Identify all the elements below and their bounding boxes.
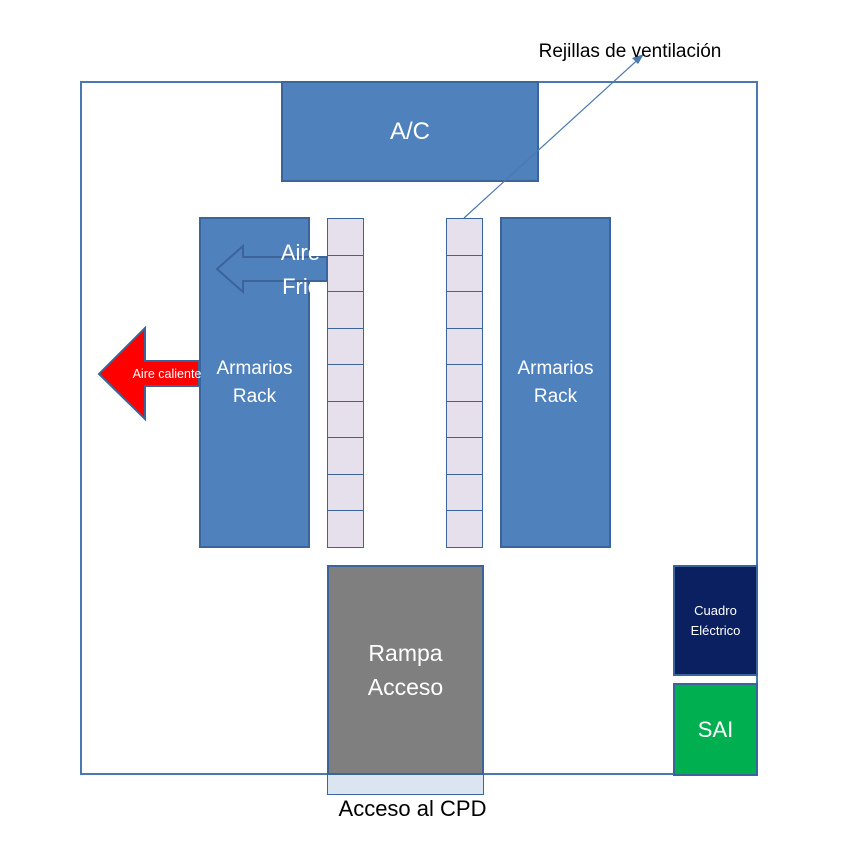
ramp-label: Rampa Acceso [367,640,444,700]
grille-tile [327,218,364,256]
grille-tile [327,510,364,548]
cpd-entrance [327,775,484,795]
ups-unit: SAI [673,683,758,776]
grille-tile [446,473,483,512]
cold-air-label: Aire Frio [280,240,320,299]
grille-tile [446,291,483,329]
grille-tile [446,218,483,256]
air-conditioner-unit: A/C [281,81,539,182]
panel-label: Cuadro Eléctrico [690,602,741,638]
ups-label: SAI [697,716,734,742]
rack-left-label: Armarios Rack [216,357,293,407]
grille-tile [446,510,483,548]
access-label: Acceso al CPD [338,796,487,821]
electrical-panel: Cuadro Eléctrico [673,565,758,676]
grille-tile [446,400,483,439]
vents-callout-label: Rejillas de ventilación [538,41,722,62]
grille-tile [327,437,364,475]
vents-callout-arrowhead [632,54,644,64]
rack-cabinets-right: Armarios Rack [500,217,611,548]
grille-tile [446,327,483,366]
hot-air-label: Aire caliente [132,367,202,381]
hot-air-arrow-icon [97,325,200,422]
ventilation-grille-right [446,218,483,548]
ac-label: A/C [389,117,430,145]
access-ramp: Rampa Acceso [327,565,484,775]
vents-callout-line [463,53,645,219]
ventilation-grille-left [327,218,364,548]
rack-right-label: Armarios Rack [517,357,594,407]
cold-air-arrow-icon [215,243,328,295]
grille-tile [446,437,483,475]
